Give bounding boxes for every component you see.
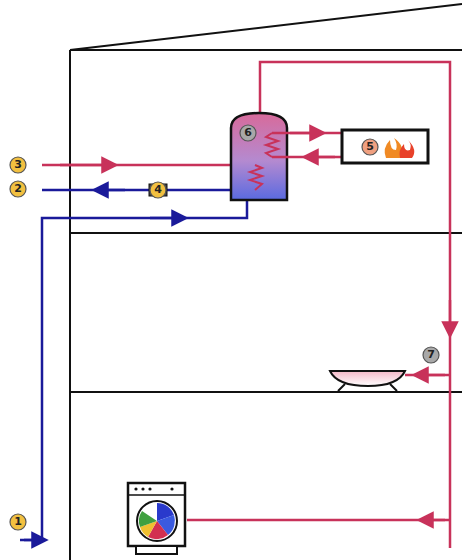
washing-machine <box>128 483 185 554</box>
callout-number: 7 <box>423 347 439 363</box>
callout-number: 6 <box>240 125 256 141</box>
callout-number: 5 <box>362 139 378 155</box>
boiler <box>342 130 428 163</box>
callout-number: 3 <box>10 157 26 173</box>
hot-water-pipe <box>187 62 450 548</box>
heating-inlet-pipe <box>42 164 255 167</box>
flame <box>385 138 415 158</box>
house-outline <box>70 4 462 560</box>
callout-number: 4 <box>150 182 166 198</box>
boiler-loop <box>272 133 342 157</box>
bathtub <box>330 371 405 391</box>
heating-coil <box>250 165 262 190</box>
callout-discs <box>10 125 439 530</box>
callout-number: 2 <box>10 181 26 197</box>
callout-number: 1 <box>10 514 26 530</box>
boiler-coil <box>266 133 278 157</box>
